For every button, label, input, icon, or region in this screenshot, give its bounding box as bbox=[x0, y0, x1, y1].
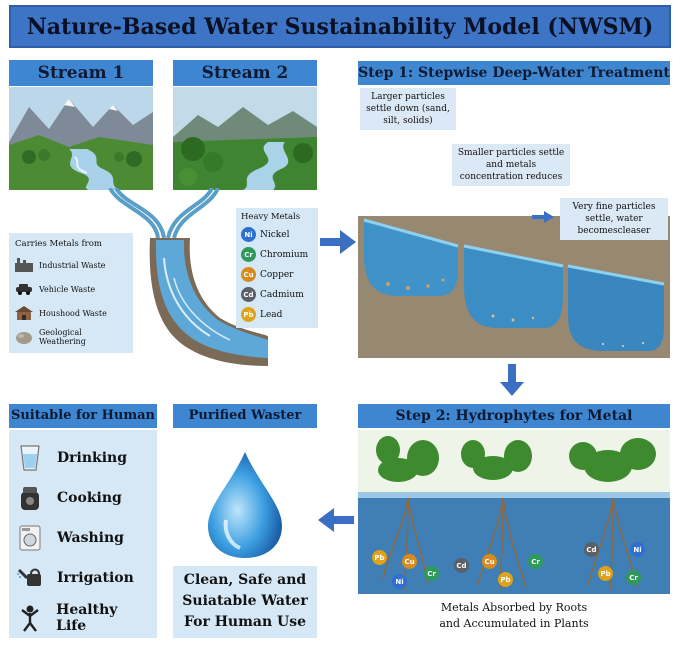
step2-header: Step 2: Hydrophytes for Metal Extraction bbox=[358, 404, 670, 448]
uses-header: Suitable for Human bbox=[9, 404, 157, 428]
stream1-header: Stream 1 bbox=[9, 60, 153, 86]
step1-note-small-particles: Smaller particles settle and metals conc… bbox=[452, 144, 570, 186]
metal-item: Cu Copper bbox=[241, 267, 313, 282]
stream2-image bbox=[173, 87, 317, 190]
heavy-metals-panel: Heavy Metals Ni Nickel Cr Chromium Cu Coppe… bbox=[236, 208, 318, 328]
arrow-left-icon bbox=[318, 508, 354, 532]
use-label: Washing bbox=[57, 530, 124, 546]
stream2-header: Stream 2 bbox=[173, 60, 317, 86]
glass-icon bbox=[17, 443, 43, 473]
sources-heading: Carries Metals from bbox=[15, 239, 102, 249]
use-label: Irrigation bbox=[57, 570, 134, 586]
metal-item: Pb Lead bbox=[241, 307, 313, 322]
metal-item: Ni Nickel bbox=[241, 227, 313, 242]
step1-panel: Larger particles settle down (sand, silt… bbox=[358, 86, 670, 358]
washing-machine-icon bbox=[17, 523, 43, 553]
root-metal-badge: Cr bbox=[528, 554, 543, 569]
metal-item: Cd Cadmium bbox=[241, 287, 313, 302]
house-icon bbox=[15, 306, 33, 320]
cooker-icon bbox=[17, 483, 43, 513]
source-item: Vehicle Waste bbox=[15, 281, 127, 297]
root-metal-badge: Cd bbox=[454, 558, 469, 573]
metal-symbol: Cu bbox=[241, 267, 256, 282]
use-label: Healthy Life bbox=[56, 602, 118, 634]
use-item: Drinking bbox=[17, 438, 149, 478]
water-drop-icon bbox=[200, 450, 290, 560]
metal-symbol: Cr bbox=[241, 247, 256, 262]
use-item: Irrigation bbox=[17, 558, 149, 598]
arrow-down-icon bbox=[500, 364, 524, 396]
root-metal-badge: Cu bbox=[482, 554, 497, 569]
step1-header: Step 1: Stepwise Deep-Water Treatment bbox=[358, 61, 670, 85]
car-icon bbox=[15, 282, 33, 296]
use-item: Cooking bbox=[17, 478, 149, 518]
merged-stream-flow bbox=[100, 186, 270, 378]
step2-caption-line1: Metals Absorbed by Roots bbox=[440, 601, 588, 614]
use-label: Drinking bbox=[57, 450, 127, 466]
hydrophyte-plants-illustration bbox=[358, 430, 670, 594]
metal-name: Lead bbox=[260, 309, 283, 320]
arrow-right-icon bbox=[532, 208, 554, 223]
factory-icon bbox=[15, 258, 33, 272]
source-item: Houshood Waste bbox=[15, 305, 127, 321]
use-label: Cooking bbox=[57, 490, 122, 506]
source-label: Houshood Waste bbox=[39, 308, 107, 318]
source-label: Geological Weathering bbox=[39, 328, 86, 346]
step1-note-fine-particles: Very fine particles settle, water become… bbox=[560, 198, 668, 240]
metal-sources-panel: Carries Metals from Industrial Waste Veh… bbox=[9, 233, 133, 353]
use-item: Washing bbox=[17, 518, 149, 558]
root-metal-badge: Ni bbox=[392, 574, 407, 589]
root-metal-badge: Pb bbox=[498, 572, 513, 587]
metal-name: Cadmium bbox=[260, 289, 304, 300]
rock-icon bbox=[15, 330, 33, 344]
root-metal-badge: Cr bbox=[626, 570, 641, 585]
page-title: Nature-Based Water Sustainability Model … bbox=[9, 5, 671, 48]
source-item: Geological Weathering bbox=[15, 328, 127, 346]
source-label: Industrial Waste bbox=[39, 260, 106, 270]
purified-line1: Clean, Safe and bbox=[183, 572, 307, 588]
root-metal-badge: Ni bbox=[630, 542, 645, 557]
metal-symbol: Cd bbox=[241, 287, 256, 302]
step2-caption-line2: and Accumulated in Plants bbox=[439, 617, 589, 630]
root-metal-badge: Pb bbox=[598, 566, 613, 581]
metal-name: Nickel bbox=[260, 229, 290, 240]
arrow-right-icon bbox=[320, 230, 356, 254]
source-label: Vehicle Waste bbox=[39, 284, 96, 294]
uses-panel: Drinking Cooking Washing Irrigation Heal… bbox=[9, 430, 157, 638]
step1-note-large-particles: Larger particles settle down (sand, silt… bbox=[360, 88, 456, 130]
root-metal-badge: Cu bbox=[402, 554, 417, 569]
metal-item: Cr Chromium bbox=[241, 247, 313, 262]
metals-heading: Heavy Metals bbox=[241, 212, 301, 222]
use-item: Healthy Life bbox=[17, 598, 149, 638]
purified-line2: Suiatable Water bbox=[182, 593, 308, 609]
purified-description: Clean, Safe and Suiatable Water For Huma… bbox=[173, 566, 317, 638]
purified-line3: For Human Use bbox=[183, 614, 307, 630]
root-metal-badge: Cd bbox=[584, 542, 599, 557]
purified-header: Purified Waster bbox=[173, 404, 317, 428]
stream1-image bbox=[9, 87, 153, 190]
source-item: Industrial Waste bbox=[15, 257, 127, 273]
root-metal-badge: Cr bbox=[424, 566, 439, 581]
root-metal-badge: Pb bbox=[372, 550, 387, 565]
watering-can-icon bbox=[17, 563, 43, 593]
metal-symbol: Ni bbox=[241, 227, 256, 242]
step2-caption: Metals Absorbed by Roots and Accumulated… bbox=[358, 600, 670, 638]
metal-name: Chromium bbox=[260, 249, 309, 260]
metal-symbol: Pb bbox=[241, 307, 256, 322]
person-icon bbox=[17, 603, 42, 633]
metal-name: Copper bbox=[260, 269, 294, 280]
